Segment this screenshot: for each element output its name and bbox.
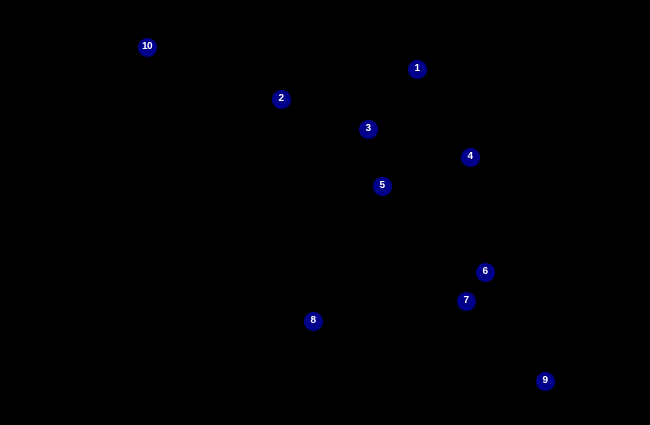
- marker-7[interactable]: 7: [456, 291, 476, 311]
- marker-3[interactable]: 3: [358, 119, 378, 139]
- marker-9[interactable]: 9: [535, 371, 555, 391]
- marker-2[interactable]: 2: [271, 89, 291, 109]
- marker-6[interactable]: 6: [475, 262, 495, 282]
- marker-8[interactable]: 8: [303, 311, 323, 331]
- marker-10[interactable]: 10: [137, 37, 157, 57]
- marker-5[interactable]: 5: [372, 176, 392, 196]
- marker-4[interactable]: 4: [460, 147, 480, 167]
- marker-1[interactable]: 1: [407, 59, 427, 79]
